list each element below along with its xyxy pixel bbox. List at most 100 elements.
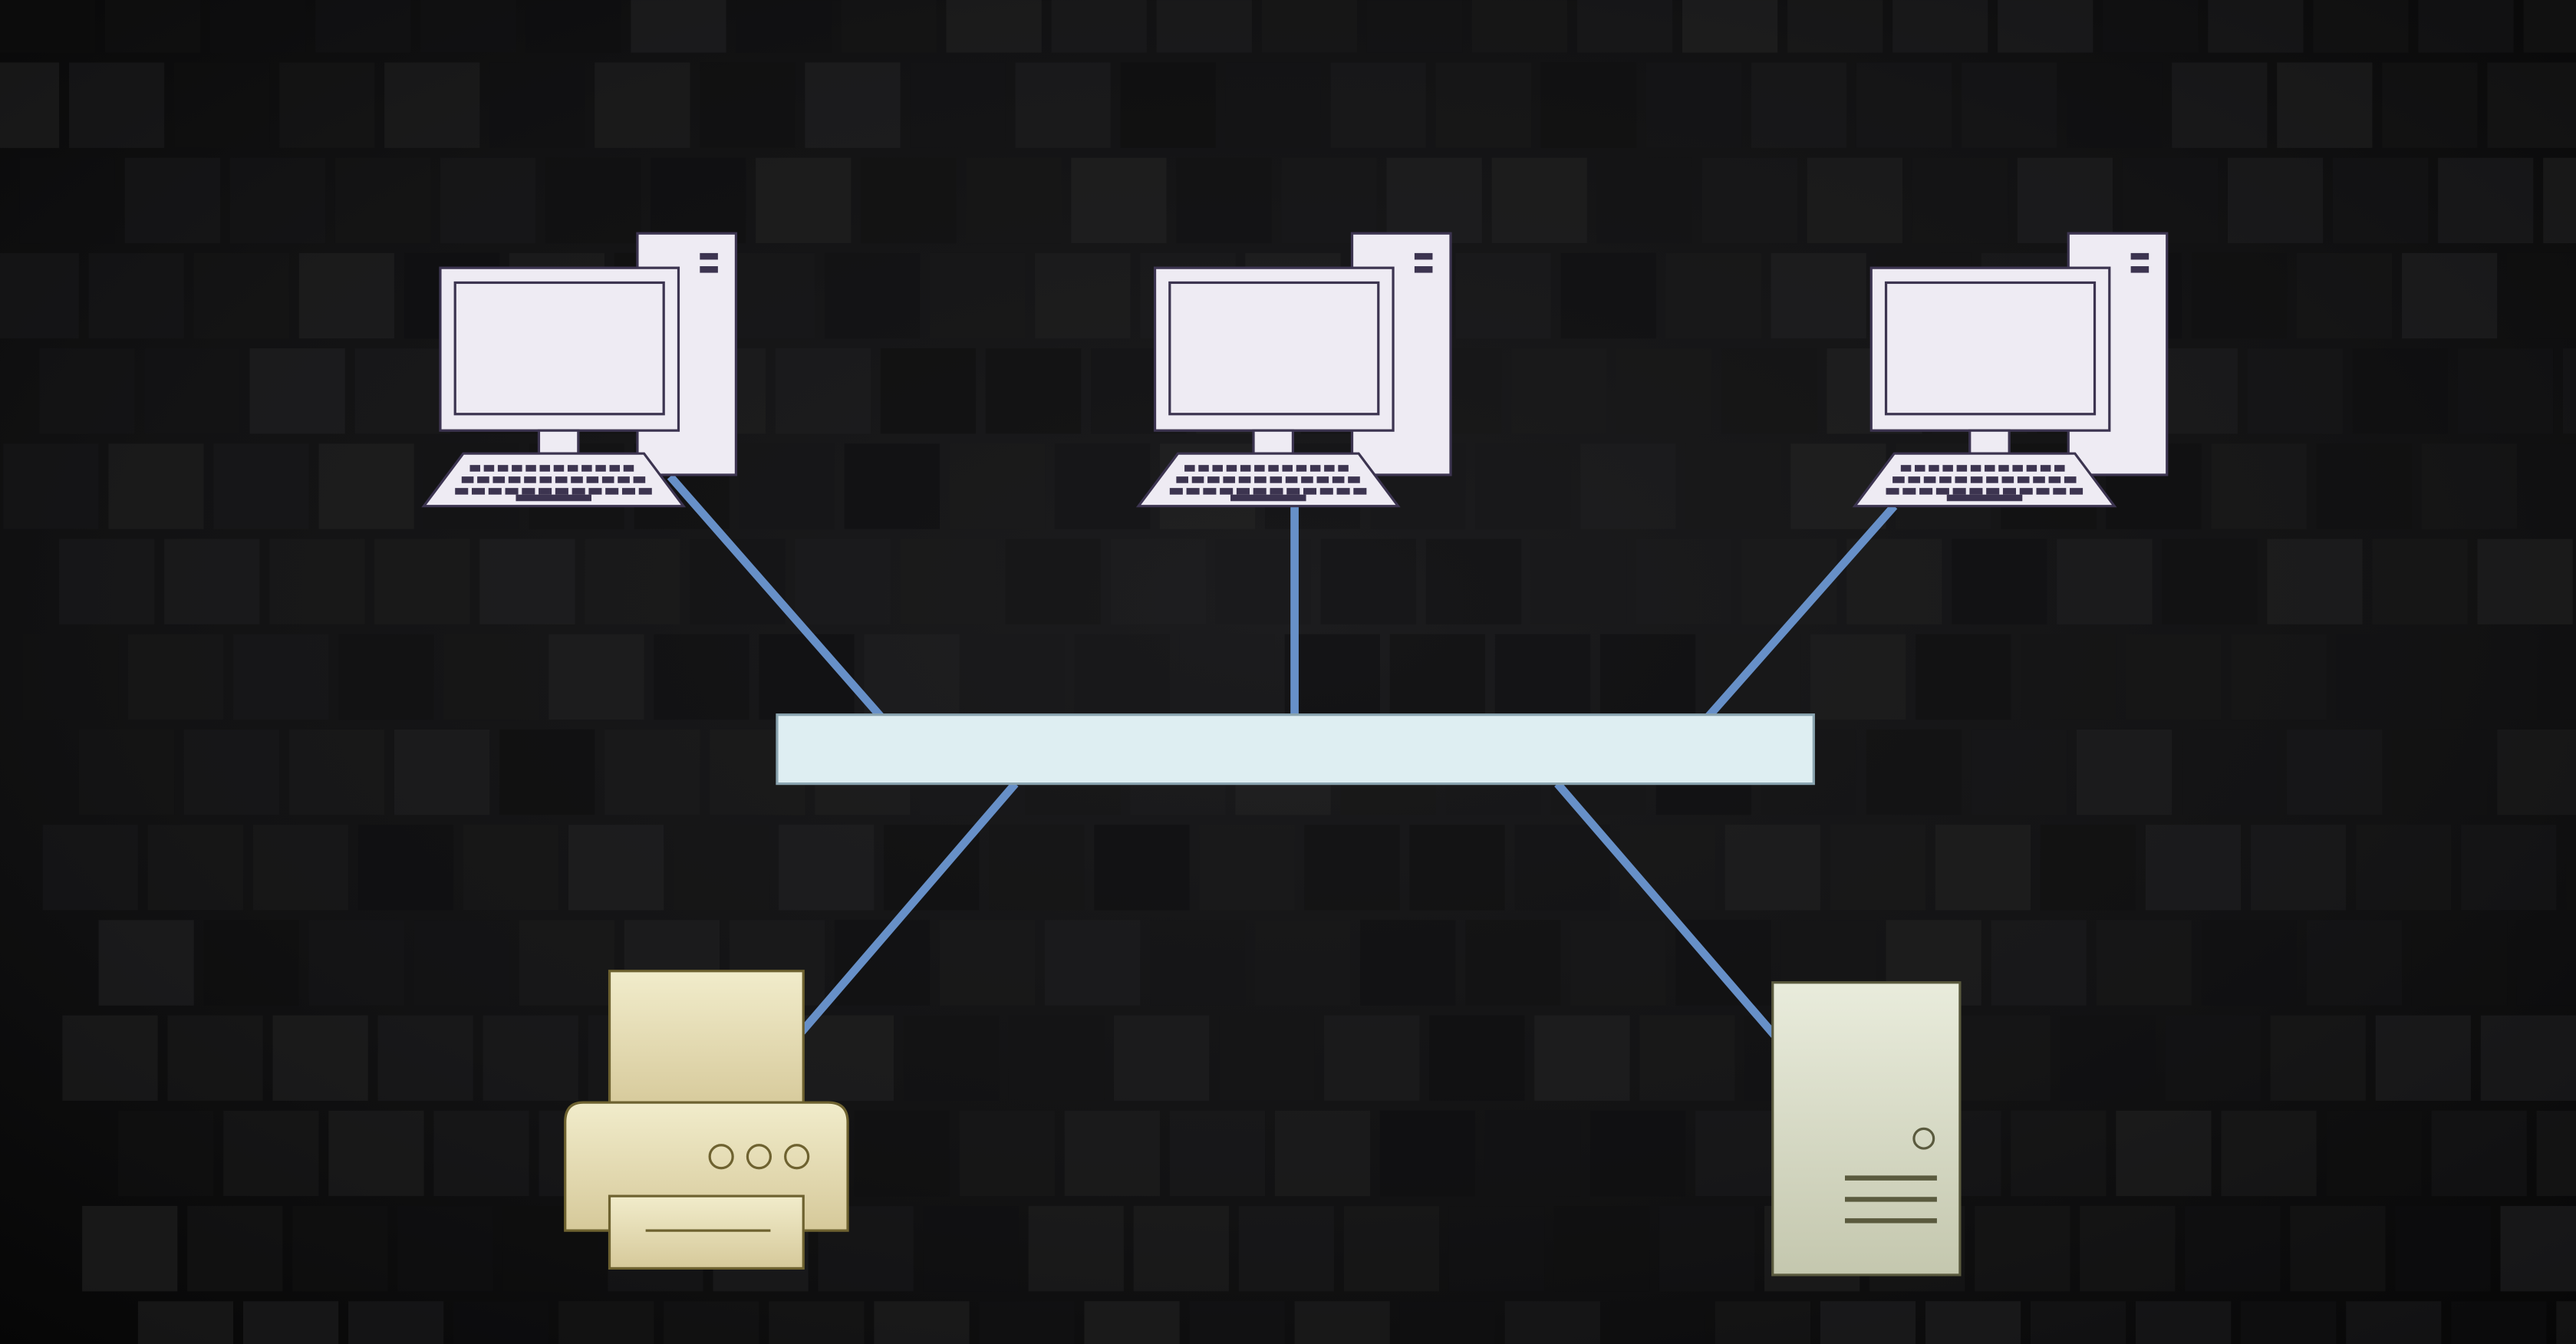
background-tile [1504,1301,1600,1344]
background-tile [1609,1301,1705,1344]
background-tile [0,252,79,339]
computers [421,232,2169,508]
background-tile [2375,1015,2471,1101]
background-tile [2060,1015,2156,1101]
network-links [667,473,1898,1038]
background-tile [1715,1301,1811,1344]
background-tile [1560,252,1656,339]
background-tile [2346,1301,2442,1344]
background-tile [1084,1301,1180,1344]
background-tile [174,62,270,148]
background-tile [397,1206,493,1292]
background-tile [1570,920,1666,1006]
background-tile [1701,157,1797,244]
background-tile [489,62,585,148]
background-tile [249,348,345,434]
background-tile [1015,62,1111,148]
background-tile [167,1015,263,1101]
background-tile [2103,0,2199,53]
background-tile [2438,157,2534,244]
background-tile [357,825,454,911]
background-tile [1553,1206,1650,1292]
background-tile [354,348,450,434]
background-tile [1320,539,1417,624]
background-tile [2162,539,2258,624]
background-tile [2431,1110,2527,1197]
background-tile [1176,157,1272,244]
background-tile [1225,62,1321,148]
background-tile [187,1206,283,1292]
background-tile [910,62,1006,148]
background-tile [453,1301,549,1344]
background-tile [433,1110,529,1197]
background-tile [1724,825,1820,911]
background-tile [775,348,871,434]
background-tile [19,157,115,244]
background-tile [2451,1301,2547,1344]
background-tile [2392,729,2488,815]
background-tile [739,443,835,529]
background-tile [2017,157,2113,244]
background-tile [2352,348,2448,434]
background-tile [864,634,960,720]
background-tile [558,1301,654,1344]
background-tile [78,729,175,815]
background-tile [463,825,559,911]
background-tile [384,62,480,148]
background-tile [1071,157,1167,244]
background-tile [1952,539,2047,624]
background-tile [22,634,119,720]
background-tile [700,62,796,148]
background-tile [2372,539,2468,624]
background-tile [1150,920,1246,1006]
background-tile [1294,1301,1390,1344]
background-tile [874,1301,970,1344]
background-tile [1659,1206,1755,1292]
background-tile [1491,157,1587,244]
background-tile [0,62,60,148]
background-tile [2136,1301,2232,1344]
background-tile [499,729,595,815]
background-tile [62,1015,158,1101]
background-tile [880,348,977,434]
background-tile [1475,443,1571,529]
background-tile [900,539,996,624]
background-tile [2096,920,2192,1006]
background-tile [1304,825,1400,911]
background-tile [1409,825,1505,911]
background-tile [2356,825,2452,911]
link-pc-3-to-switch [1705,503,1898,720]
background-tile [1425,539,1522,624]
background-tile [68,62,165,148]
background-tile [82,1206,178,1292]
background-tile [288,729,385,815]
background-tile [795,539,891,624]
background-tile [1324,1015,1420,1101]
background-tile [2241,1301,2337,1344]
background-tile [2040,825,2136,911]
background-tile [2290,1206,2386,1292]
background-tile [2418,0,2514,53]
background-tile [2395,1206,2491,1292]
background-tile [2497,729,2576,815]
background-tile [2067,62,2163,148]
background-tile [2336,634,2432,720]
background-tile [203,920,299,1006]
background-tile [2566,825,2576,911]
background-tile [1866,729,1962,815]
background-tile [2201,920,2297,1006]
background-tile [1120,62,1216,148]
background-tile [42,825,138,911]
background-tile [1830,825,1925,911]
background-tile [479,539,575,624]
background-tile [229,157,326,244]
background-tile [1685,443,1781,529]
background-tile [1064,1110,1160,1197]
background-tile [440,157,536,244]
background-tile [1771,252,1866,339]
background-tile [2500,1206,2576,1292]
background-tile [2165,1015,2261,1101]
background-tile [1389,634,1485,720]
background-tile [2247,348,2343,434]
background-tile [966,157,1062,244]
